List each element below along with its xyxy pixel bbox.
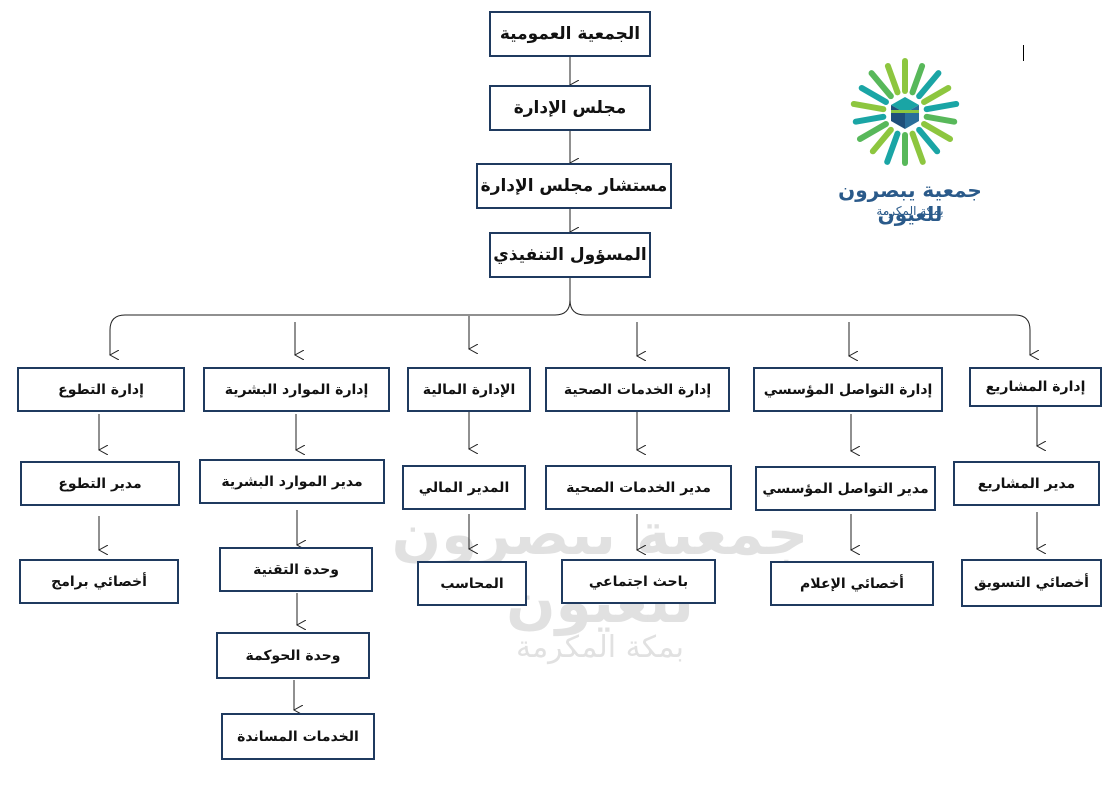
unit-tech: وحدة التقنية	[219, 547, 373, 592]
dept-finance: الإدارة المالية	[407, 367, 531, 412]
unit-governance: وحدة الحوكمة	[216, 632, 370, 679]
logo-name: جمعية يبصرون للعيون	[838, 178, 982, 226]
accountant: المحاسب	[417, 561, 527, 606]
board-advisor-box: مستشار مجلس الإدارة	[476, 163, 672, 209]
general-assembly-box: الجمعية العمومية	[489, 11, 651, 57]
dept-volunteering: إدارة التطوع	[17, 367, 185, 412]
watermark-city: بمكة المكرمة	[516, 630, 684, 665]
dept-hr: إدارة الموارد البشرية	[203, 367, 390, 412]
specialist-programs: أخصائي برامج	[19, 559, 179, 604]
dept-communication: إدارة التواصل المؤسسي	[753, 367, 943, 412]
specialist-marketing: أخصائي التسويق	[961, 559, 1102, 607]
manager-health: مدير الخدمات الصحية	[545, 465, 732, 510]
organization-logo	[850, 58, 960, 166]
manager-hr: مدير الموارد البشرية	[199, 459, 385, 504]
text-cursor	[1023, 45, 1024, 61]
social-researcher: باحث اجتماعي	[561, 559, 716, 604]
board-box: مجلس الإدارة	[489, 85, 651, 131]
manager-projects: مدير المشاريع	[953, 461, 1100, 506]
dept-health: إدارة الخدمات الصحية	[545, 367, 730, 412]
manager-finance: المدير المالي	[402, 465, 526, 510]
manager-volunteering: مدير التطوع	[20, 461, 180, 506]
logo-city: بمكة المكرمة	[876, 204, 944, 218]
support-services: الخدمات المساندة	[221, 713, 375, 760]
specialist-media: أخصائي الإعلام	[770, 561, 934, 606]
dept-projects: إدارة المشاريع	[969, 367, 1102, 407]
executive-box: المسؤول التنفيذي	[489, 232, 651, 278]
manager-communication: مدير التواصل المؤسسي	[755, 466, 936, 511]
